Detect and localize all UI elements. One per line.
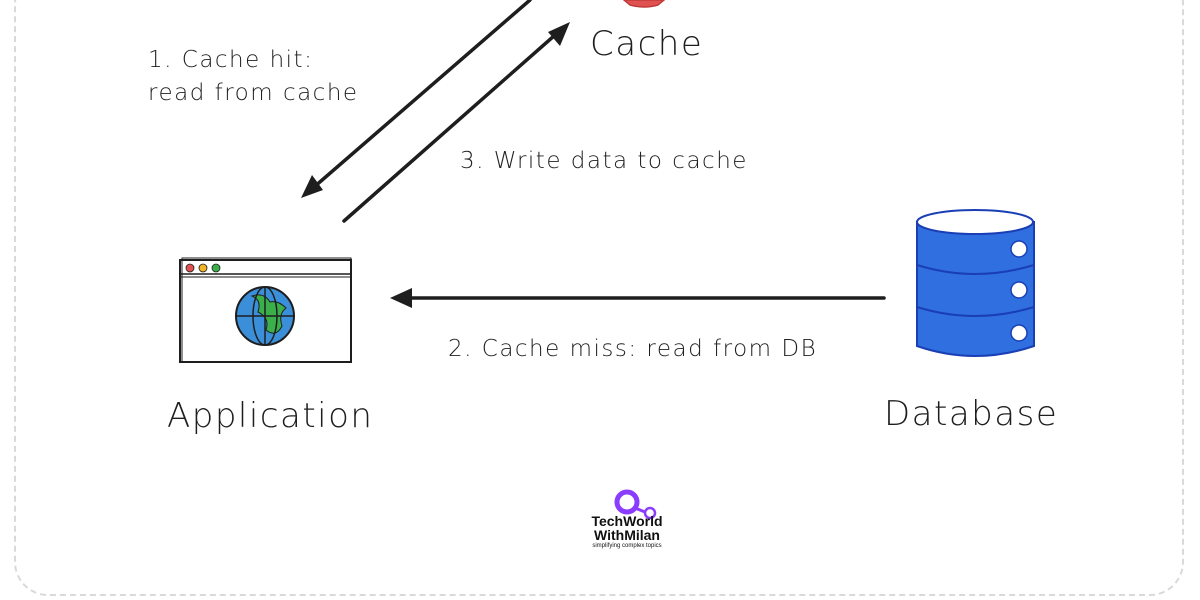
brand-name-line1: TechWorld (591, 513, 663, 529)
cache-hit-arrow (301, 0, 532, 198)
cache-hit-label-line1: 1. Cache hit: (148, 47, 314, 73)
cache-miss-arrow (390, 288, 886, 308)
cache-hit-label-line2: read from cache (148, 80, 359, 106)
cache-server-icon (622, 0, 666, 8)
write-cache-arrow (342, 22, 570, 223)
diagram-frame (14, 0, 1184, 596)
database-cylinder-icon (916, 209, 1035, 357)
cache-miss-label: 2. Cache miss: read from DB (448, 336, 818, 362)
browser-globe-icon (179, 257, 352, 363)
cache-label: Cache (590, 24, 704, 64)
write-cache-label: 3. Write data to cache (460, 148, 748, 174)
techworld-logo-icon (614, 489, 657, 520)
application-label: Application (167, 396, 374, 436)
brand-name-line2: WithMilan (594, 527, 660, 543)
brand-tagline: simplifying complex topics (592, 543, 662, 549)
database-label: Database (884, 394, 1059, 434)
